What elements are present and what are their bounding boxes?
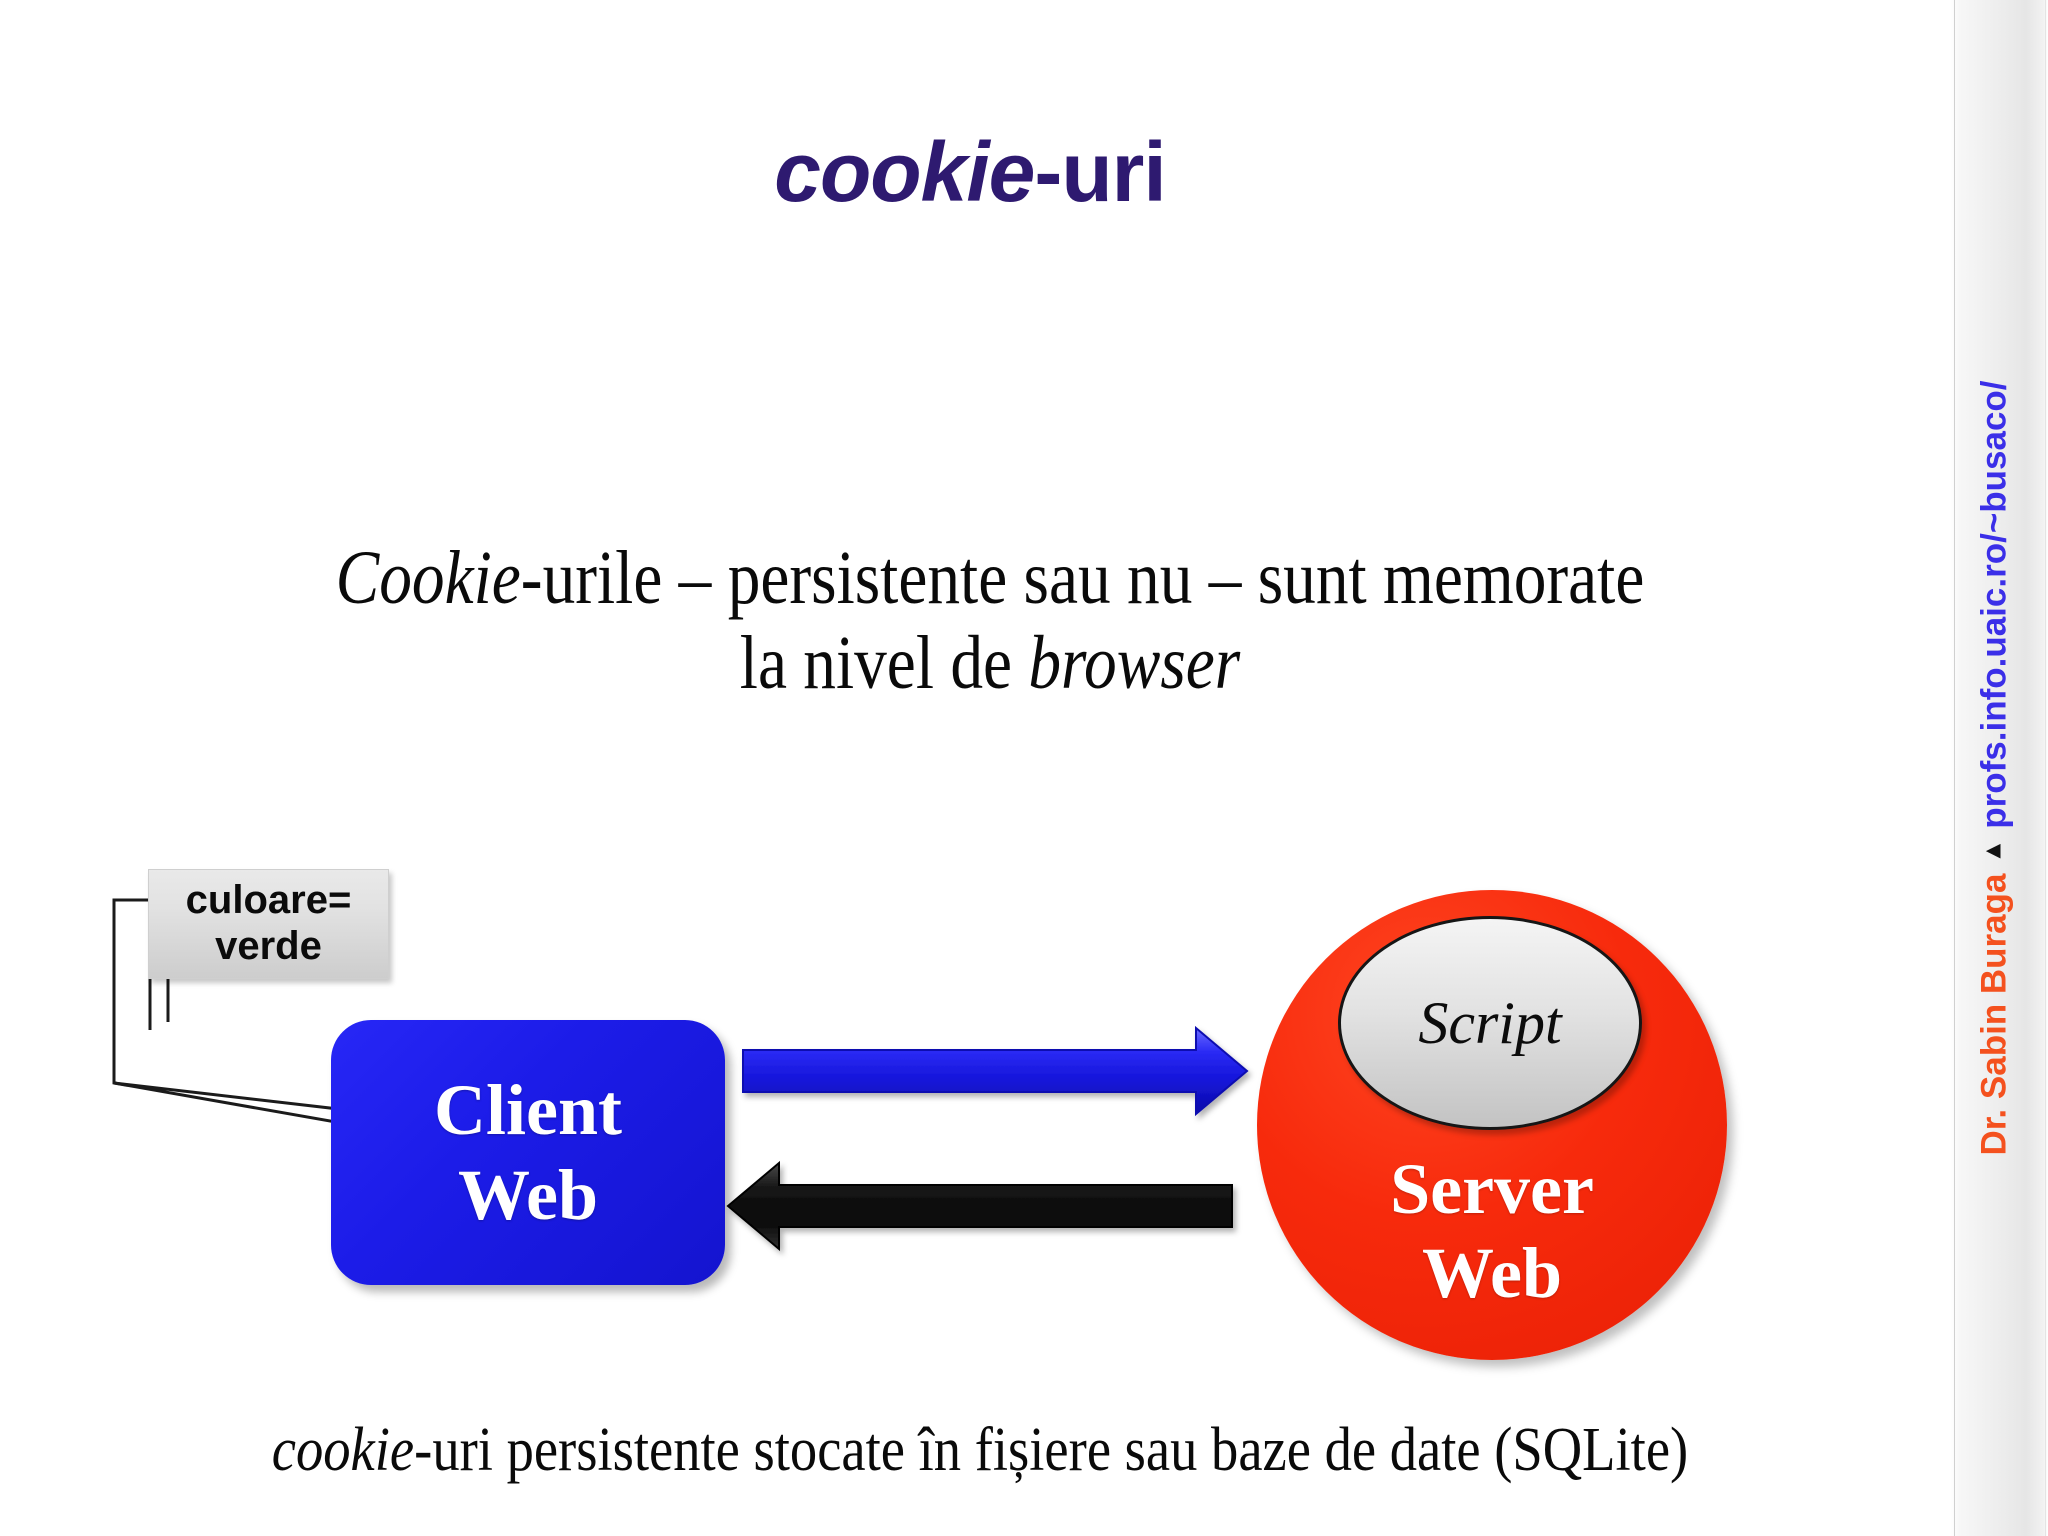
lead-line1-italic: Cookie <box>335 536 521 620</box>
lead-paragraph-line-1: Cookie-urile – persistente sau nu – sunt… <box>164 536 1815 621</box>
client-label-line-1: Client <box>434 1069 622 1150</box>
client-label-line-2: Web <box>457 1154 599 1235</box>
lead-line2-plain: la nivel de <box>739 621 1029 706</box>
slide-caption: cookie-uri persistente stocate în fișier… <box>135 1416 1825 1484</box>
caption-italic-part: cookie <box>271 1416 415 1484</box>
caption-rest: -uri persistente stocate în fișiere sau … <box>414 1416 1689 1484</box>
request-arrow-blue <box>742 1025 1249 1117</box>
cookie-note-line-2: verde <box>215 924 322 968</box>
page-title-italic-part: cookie <box>774 125 1035 219</box>
response-arrow-black <box>726 1160 1233 1252</box>
client-web-node[interactable]: Client Web <box>331 1020 725 1285</box>
lead-line2-italic: browser <box>1028 621 1241 706</box>
page-title: cookie-uri <box>0 130 1940 214</box>
script-label: Script <box>1418 989 1562 1056</box>
lead-paragraph-line-2: la nivel de browser <box>164 621 1815 706</box>
cookie-note-line-1: culoare= <box>185 878 352 923</box>
lead-paragraph: Cookie-urile – persistente sau nu – sunt… <box>164 536 1815 706</box>
script-node[interactable]: Script <box>1338 916 1642 1130</box>
right-decorative-strip <box>1940 0 2048 1536</box>
page-title-rest: -uri <box>1034 125 1166 219</box>
strip-divider-line <box>1954 0 1955 1536</box>
lead-line1-rest: -urile – persistente sau nu – sunt memor… <box>520 536 1645 620</box>
cookie-callout-note: culoare= verde <box>148 869 389 979</box>
server-label-line-2: Web <box>1421 1232 1563 1313</box>
server-label-line-1: Server <box>1390 1149 1594 1229</box>
strip-edge-line <box>2045 0 2046 1536</box>
server-label: Server Web <box>1257 1148 1727 1315</box>
